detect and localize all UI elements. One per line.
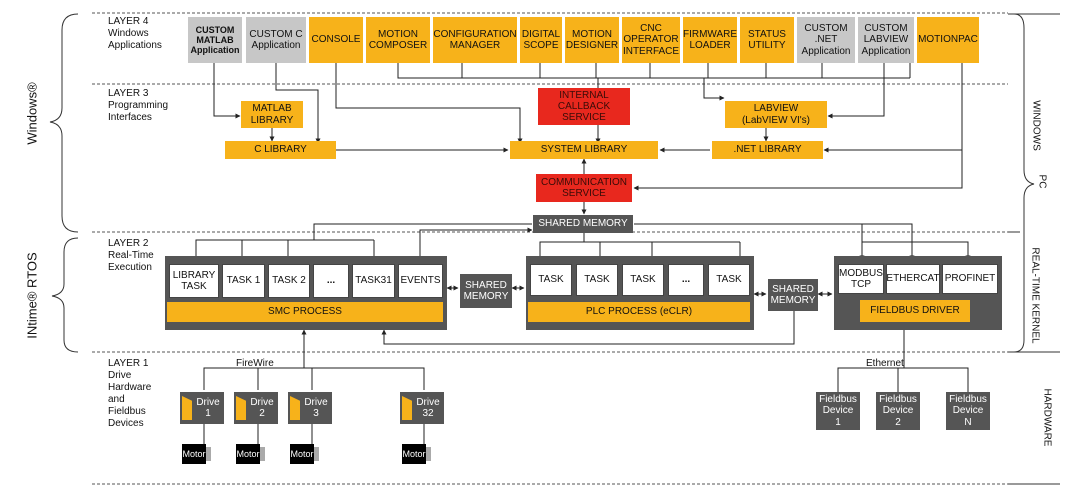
plc-process-label: PLC PROCESS (eCLR) xyxy=(528,302,750,322)
labview-interface: LABVIEW (LabVIEW VI's) xyxy=(725,101,827,128)
rtos-side-label: INtime® RTOS xyxy=(24,252,40,339)
motor-2-shaft-icon xyxy=(260,447,265,461)
custom-c-app: CUSTOM C Application xyxy=(246,17,306,63)
motionpac-app: MOTIONPAC xyxy=(917,17,979,63)
drive-1-icon xyxy=(182,396,192,420)
motion-designer-app: MOTION DESIGNER xyxy=(565,17,619,63)
fieldbus-device-2: Fieldbus Device 2 xyxy=(876,392,920,430)
console-app: CONSOLE xyxy=(309,17,363,63)
motor-2: Motor xyxy=(236,444,260,464)
plc-task-ellipsis: ... xyxy=(668,264,704,296)
hardware-right-label: HARDWARE xyxy=(1041,388,1053,447)
smc-library-task: LIBRARY TASK xyxy=(169,264,219,298)
plc-task-2: TASK xyxy=(576,264,618,296)
windows-right-label: WINDOWS xyxy=(1030,95,1042,156)
plc-task-5: TASK xyxy=(708,264,750,296)
braces xyxy=(49,13,1060,485)
digital-scope-app: DIGITAL SCOPE xyxy=(520,17,562,63)
firewire-label: FireWire xyxy=(236,358,274,369)
drive-2-icon xyxy=(236,396,246,420)
cnc-operator-interface-app: CNC OPERATOR INTERFACE xyxy=(622,17,680,63)
net-library: .NET LIBRARY xyxy=(712,141,823,159)
layer-4-label: LAYER 4 Windows Applications xyxy=(108,16,162,51)
profinet: PROFINET xyxy=(942,264,998,294)
smc-events: EVENTS xyxy=(398,264,443,298)
layer-3-label: LAYER 3 Programming Interfaces xyxy=(108,88,169,123)
custom-net-app: CUSTOM .NET Application xyxy=(797,17,855,63)
motor-32: Motor xyxy=(402,444,426,464)
smc-task-ellipsis: ... xyxy=(313,264,349,298)
ethercat: ETHERCAT xyxy=(886,264,940,294)
drive-3-icon xyxy=(290,396,300,420)
internal-callback-service: INTERNAL CALLBACK SERVICE xyxy=(538,88,630,125)
motor-1: Motor xyxy=(182,444,206,464)
status-utility-app: STATUS UTILITY xyxy=(740,17,794,63)
fieldbus-device-n: Fieldbus Device N xyxy=(946,392,990,430)
plc-task-3: TASK xyxy=(622,264,664,296)
motor-32-shaft-icon xyxy=(426,447,431,461)
modbus-tcp: MODBUS TCP xyxy=(838,264,884,294)
drive-32-icon xyxy=(402,396,412,420)
smc-task-2: TASK 2 xyxy=(268,264,310,298)
firmware-loader-app: FIRMWARE LOADER xyxy=(683,17,737,63)
smc-task-31: TASK31 xyxy=(352,264,395,298)
windows-side-label: Windows® xyxy=(24,82,40,145)
motion-composer-app: MOTION COMPOSER xyxy=(366,17,430,63)
fieldbus-device-1: Fieldbus Device 1 xyxy=(816,392,860,430)
shared-memory-top: SHARED MEMORY xyxy=(533,215,633,233)
layer-dividers xyxy=(92,12,1008,485)
custom-matlab-app: CUSTOM MATLAB Application xyxy=(188,17,242,63)
matlab-library: MATLAB LIBRARY xyxy=(241,101,303,128)
motor-3: Motor xyxy=(290,444,314,464)
c-library: C LIBRARY xyxy=(225,141,336,159)
configuration-manager-app: CONFIGURATION MANAGER xyxy=(433,17,517,63)
ethernet-label: Ethernet xyxy=(866,358,904,369)
pc-right-label: PC xyxy=(1036,169,1048,194)
smc-process-label: SMC PROCESS xyxy=(167,302,443,322)
layer-2-label: LAYER 2 Real-Time Execution xyxy=(108,238,154,273)
shared-memory-middle: SHARED MEMORY xyxy=(460,274,512,308)
motor-3-shaft-icon xyxy=(314,447,319,461)
layer-1-label: LAYER 1 Drive Hardware and Fieldbus Devi… xyxy=(108,358,152,429)
smc-task-1: TASK 1 xyxy=(222,264,265,298)
communication-service: COMMUNICATION SERVICE xyxy=(536,174,632,202)
shared-memory-right: SHARED MEMORY xyxy=(768,279,818,311)
motor-1-shaft-icon xyxy=(206,447,211,461)
fieldbus-driver-label: FIELDBUS DRIVER xyxy=(860,300,970,322)
system-library: SYSTEM LIBRARY xyxy=(510,141,658,159)
real-time-kernel-label: REAL-TIME KERNEL xyxy=(1029,240,1041,351)
custom-labview-app: CUSTOM LABVIEW Application xyxy=(858,17,914,63)
plc-task-1: TASK xyxy=(530,264,572,296)
